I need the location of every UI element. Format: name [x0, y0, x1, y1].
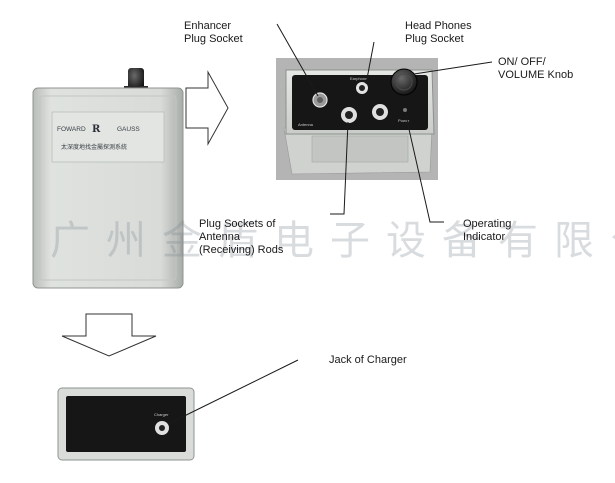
label-antenna-sockets: Plug Sockets of Antenna (Receiving) Rods [199, 218, 284, 256]
volume-knob-top [390, 68, 418, 96]
label-charger-jack: Jack of Charger [329, 354, 407, 366]
label-operating-indicator: Operating Indicator [463, 218, 512, 243]
device-chinese-name: 太深度地找金屬探測系統 [61, 143, 127, 151]
leader-indicator [405, 115, 444, 223]
leader-enhancer [276, 23, 319, 97]
leader-charger [167, 359, 299, 425]
label-headphones: Head Phones Plug Socket [405, 20, 472, 45]
leader-antenna [330, 121, 349, 215]
leader-lines [167, 23, 493, 425]
device-bottom-view: Charger [57, 387, 195, 461]
brand-right-text: GAUSS [117, 126, 140, 133]
volume-knob-front [128, 68, 144, 90]
brand-logo-text: R [92, 124, 101, 135]
arrow-down [61, 313, 157, 357]
device-front-view: FOWARD R GAUSS 太深度地找金屬探測系統 [32, 68, 184, 289]
charger-tag: Charger [154, 412, 169, 417]
leader-headphones [365, 41, 375, 85]
arrow-right [185, 70, 229, 146]
power-tag: Power [398, 118, 410, 123]
brand-left-text: FOWARD [57, 126, 86, 133]
operating-indicator-led [403, 108, 407, 112]
leader-knob [413, 61, 493, 75]
earphone-tag: Earphone [350, 76, 368, 81]
bottom-panel-face [66, 396, 186, 452]
device-top-view: Earphone Antenna Power [276, 58, 438, 180]
label-enhancer: Enhancer Plug Socket [184, 20, 243, 45]
watermark-text: 广州金盾电子设备有限公司 [50, 218, 615, 264]
antenna-tag: Antenna [298, 122, 314, 127]
label-on-off-volume: ON/ OFF/ VOLUME Knob [498, 56, 574, 81]
